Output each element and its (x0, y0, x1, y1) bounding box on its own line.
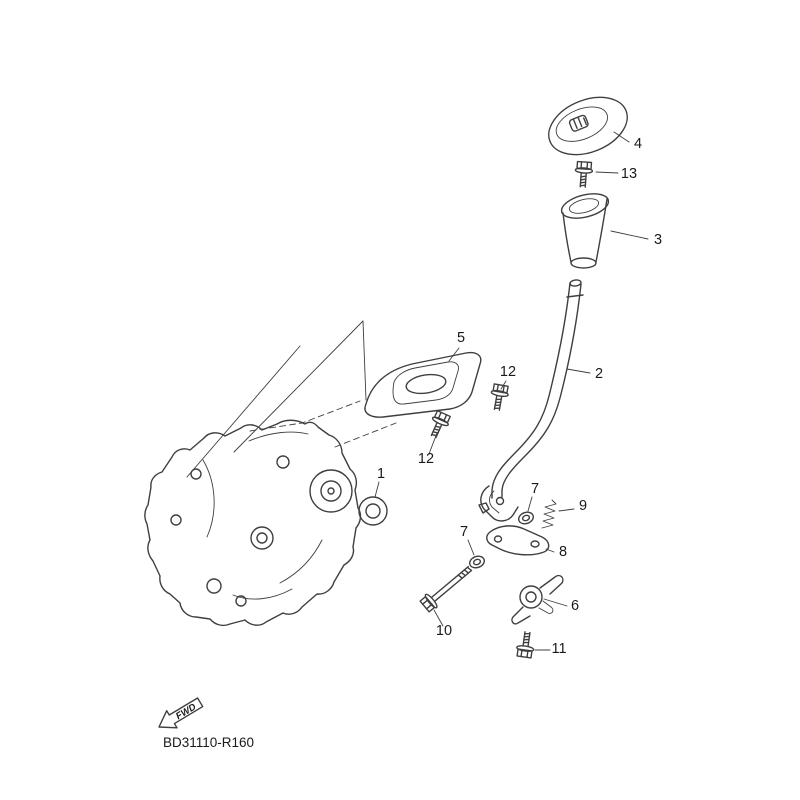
bolt-11 (514, 630, 537, 659)
part-callout-8: 8 (559, 544, 567, 560)
part-callout-6: 6 (571, 598, 579, 614)
bolt-10 (419, 565, 473, 613)
shift-pattern-icon (568, 114, 589, 132)
callout-leaders (374, 131, 649, 651)
part-callout-7-upper: 7 (531, 481, 539, 497)
spring (541, 499, 557, 529)
part-callout-3: 3 (654, 232, 662, 248)
bolt-12-lower (425, 409, 453, 441)
part-callout-11: 11 (551, 641, 566, 657)
bolt-13 (573, 160, 594, 189)
part-callout-13: 13 (621, 166, 637, 182)
lever-cover-plate (364, 351, 482, 418)
part-callout-5: 5 (457, 330, 465, 346)
grommet (358, 496, 388, 526)
fwd-arrow-icon (158, 697, 204, 729)
lever-clevis (478, 485, 519, 522)
part-callout-7-lower: 7 (460, 524, 468, 540)
crankcase-cover (144, 400, 397, 627)
part-callout-2: 2 (595, 366, 603, 382)
fwd-label: FWD (174, 702, 198, 723)
bolt-12-upper (487, 382, 511, 412)
washer-7-lower (469, 555, 485, 569)
washer-7-upper (518, 511, 534, 525)
part-callout-10: 10 (436, 623, 452, 639)
link-bracket (486, 525, 550, 556)
lever-boot (560, 193, 610, 269)
part-callout-12-lower: 12 (418, 451, 434, 467)
pivot-bracket (511, 574, 564, 625)
part-callout-12-upper: 12 (500, 364, 516, 380)
shift-knob (548, 96, 628, 156)
part-callout-4: 4 (634, 136, 642, 152)
projection-lines (186, 320, 367, 478)
part-callout-1: 1 (377, 466, 385, 482)
diagram-code: BD31110-R160 (163, 735, 254, 750)
part-callout-9: 9 (579, 498, 587, 514)
shift-lever-rod (491, 279, 584, 499)
